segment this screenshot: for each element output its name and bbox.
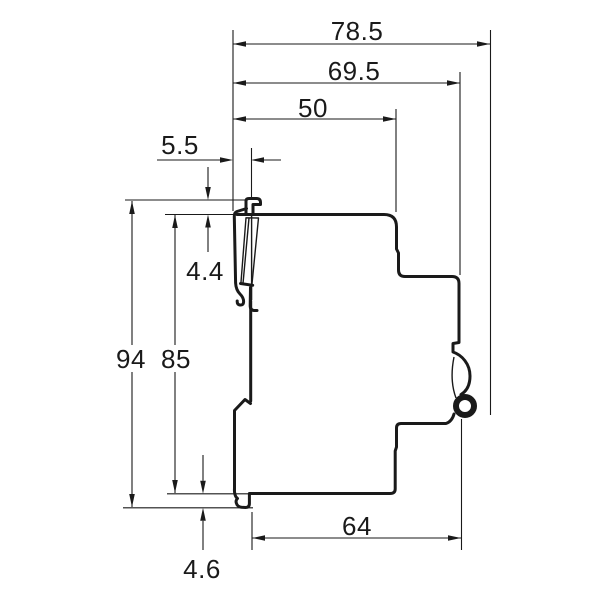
lever-housing <box>232 207 248 307</box>
dim-label-top-tab-offset: 4.4 <box>186 256 224 286</box>
arrowhead-left <box>233 41 246 47</box>
arrowhead-right <box>448 535 461 541</box>
dimension-top-tab-offset: 4.4 <box>186 167 224 286</box>
dim-label-front-protrusion: 5.5 <box>161 130 199 160</box>
arrowhead-down <box>172 480 178 493</box>
top-mounting-tab <box>244 197 262 215</box>
arrowhead-down <box>200 480 206 494</box>
arrowhead-up <box>129 201 135 214</box>
arrowhead-right-tip <box>220 157 233 163</box>
arrowhead-left-tip <box>251 157 264 163</box>
dim-label-back-depth: 69.5 <box>328 56 381 86</box>
arrowhead-up <box>205 214 211 228</box>
dimension-front-protrusion: 5.5 <box>157 130 281 163</box>
arrowhead-right <box>477 41 490 47</box>
dim-label-upper-depth: 50 <box>298 93 328 123</box>
dimension-bottom-depth: 64 <box>252 511 461 541</box>
lever-base-hook <box>248 286 259 312</box>
dimension-back-depth: 69.5 <box>233 56 460 86</box>
arrowhead-left <box>233 116 246 122</box>
detail-edges <box>240 215 457 399</box>
dimension-bottom-tab-offset: 4.6 <box>183 455 221 584</box>
arrowhead-up <box>172 215 178 228</box>
dim-label-body-height: 85 <box>161 344 191 374</box>
arrowhead-right <box>383 116 396 122</box>
dim-label-total-height: 94 <box>116 344 146 374</box>
extension-lines <box>123 30 492 550</box>
arrowhead-right <box>447 80 460 86</box>
dim-label-total-depth: 78.5 <box>331 16 384 46</box>
device-outline <box>232 197 477 509</box>
dimension-total-depth: 78.5 <box>233 16 490 47</box>
arrowhead-down <box>205 187 211 200</box>
bottom-mounting-tab <box>232 398 252 509</box>
upper-body-outline <box>235 213 472 396</box>
toggle-lever-inner-line <box>242 217 250 284</box>
arrowhead-left <box>233 80 246 86</box>
dimension-upper-depth: 50 <box>233 93 396 123</box>
lower-back-outline <box>248 412 456 495</box>
dim-label-bottom-tab-offset: 4.6 <box>183 554 221 584</box>
arrowhead-left <box>252 535 265 541</box>
arrowhead-down <box>129 494 135 507</box>
dim-label-bottom-depth: 64 <box>342 511 372 541</box>
dimension-total-height: 94 <box>116 201 146 507</box>
din-clip-ring <box>453 394 477 418</box>
dimension-body-height: 85 <box>161 215 191 493</box>
arrowhead-up <box>200 507 206 521</box>
din-clip-spring-line <box>451 356 457 399</box>
